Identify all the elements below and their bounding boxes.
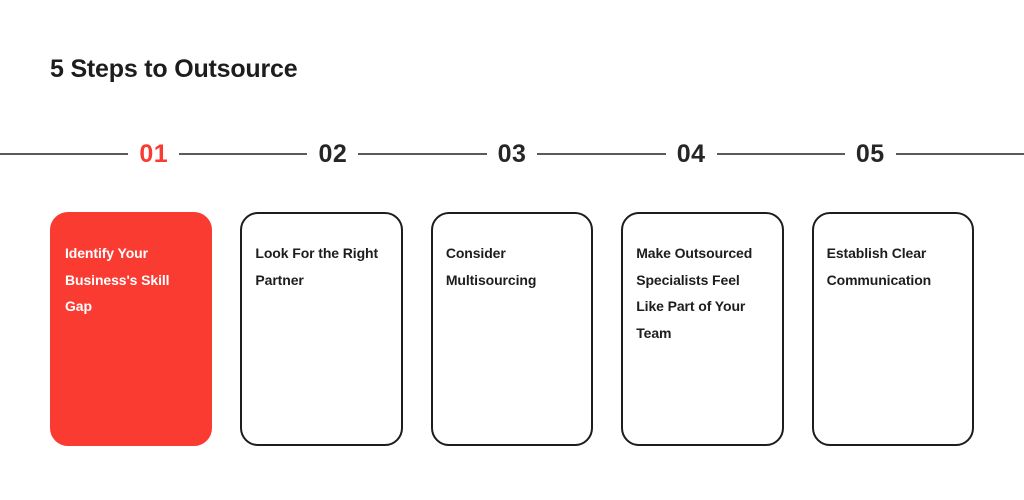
- step-number-02[interactable]: 02: [318, 140, 348, 168]
- rail-segment-2: [358, 153, 487, 155]
- step-card-03[interactable]: Consider Multisourcing: [430, 212, 594, 446]
- step-card-04[interactable]: Make Outsourced Specialists Feel Like Pa…: [621, 212, 784, 446]
- rail-segment-3: [537, 153, 666, 155]
- step-card-02-label: Look For the Right Partner: [255, 245, 379, 288]
- step-card-05[interactable]: Establish Clear Communication: [811, 212, 975, 446]
- page-title: 5 Steps to Outsource: [50, 55, 298, 83]
- step-number-03[interactable]: 03: [497, 140, 527, 168]
- step-card-05-label: Establish Clear Communication: [826, 245, 932, 288]
- rail-segment-end: [895, 153, 1024, 155]
- step-cards-row: Identify Your Business's Skill Gap Look …: [50, 212, 975, 446]
- step-card-04-label: Make Outsourced Specialists Feel Like Pa…: [636, 245, 753, 341]
- rail-segment-start: [0, 153, 129, 155]
- step-number-04[interactable]: 04: [676, 140, 706, 168]
- step-number-05[interactable]: 05: [855, 140, 885, 168]
- step-card-02[interactable]: Look For the Right Partner: [240, 212, 403, 446]
- step-card-01-label: Identify Your Business's Skill Gap: [65, 245, 170, 314]
- step-number-rail: 01 02 03 04 05: [0, 136, 1024, 172]
- rail-segment-1: [179, 153, 308, 155]
- step-card-03-label: Consider Multisourcing: [445, 245, 537, 288]
- step-number-01[interactable]: 01: [139, 140, 169, 168]
- step-card-01[interactable]: Identify Your Business's Skill Gap: [50, 212, 213, 446]
- rail-segment-4: [716, 153, 845, 155]
